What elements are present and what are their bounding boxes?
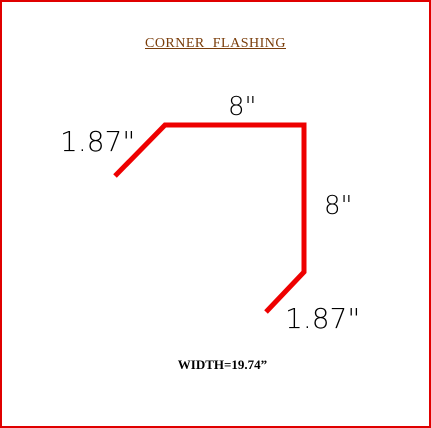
flashing-profile-line (113, 122, 307, 314)
diagram-title: CORNER FLASHING (144, 36, 286, 51)
left-lip-dimension-label: 1.87" (60, 125, 135, 158)
right-span-dimension-label: 8" (324, 191, 353, 221)
width-note: WIDTH=19.74” (177, 357, 268, 372)
top-span-dimension-label: 8" (228, 92, 257, 122)
bottom-lip-dimension-label: 1.87" (285, 302, 360, 335)
